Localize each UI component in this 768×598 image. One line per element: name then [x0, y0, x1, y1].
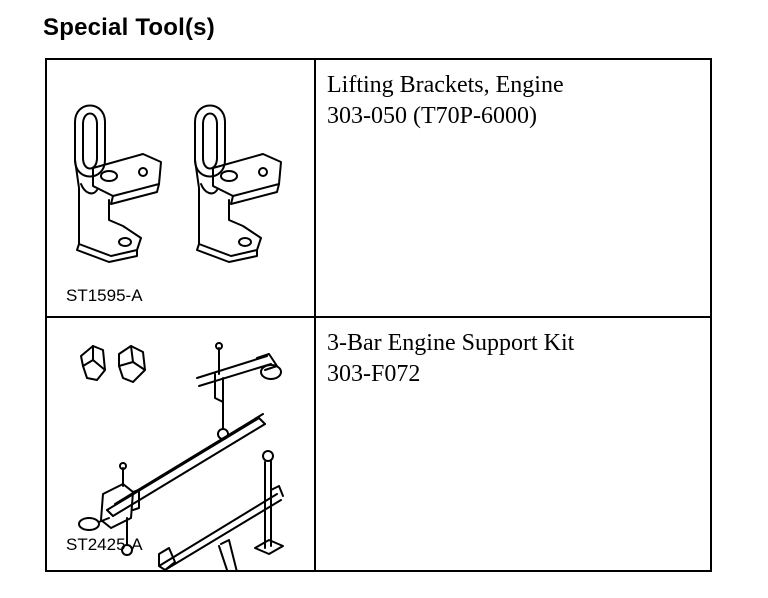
table-row: ST2425-A 3-Bar Engine Support Kit 303-F0… [47, 318, 710, 572]
special-tools-table: ST1595-A Lifting Brackets, Engine 303-05… [45, 58, 712, 572]
lifting-bracket-left-icon [74, 104, 162, 263]
tool-description-cell: 3-Bar Engine Support Kit 303-F072 [316, 318, 710, 572]
top-cross-bar-icon [196, 342, 282, 440]
hook-arm-icon [218, 539, 238, 570]
tool-illustration-cell: ST1595-A [47, 60, 316, 316]
engine-support-kit-illustration [78, 342, 284, 570]
tool-name: 3-Bar Engine Support Kit [327, 330, 575, 356]
tool-description-cell: Lifting Brackets, Engine 303-050 (T70P-6… [316, 60, 710, 316]
illustration-code: ST1595-A [66, 286, 143, 305]
tool-number: 303-F072 [327, 361, 421, 387]
bar-clamp-icon [78, 462, 140, 556]
lifting-brackets-illustration [74, 104, 282, 263]
lifting-bracket-right-icon [194, 104, 282, 263]
tool-number: 303-050 (T70P-6000) [327, 103, 537, 129]
illustration-code: ST2425-A [66, 535, 143, 554]
tool-name: Lifting Brackets, Engine [327, 72, 564, 98]
upper-support-bar-icon [106, 413, 266, 517]
support-pad-icon [80, 345, 146, 383]
lower-support-bar-icon [158, 450, 284, 570]
table-row: ST1595-A Lifting Brackets, Engine 303-05… [47, 60, 710, 318]
page-title: Special Tool(s) [43, 14, 215, 41]
tool-illustration-cell: ST2425-A [47, 318, 316, 572]
